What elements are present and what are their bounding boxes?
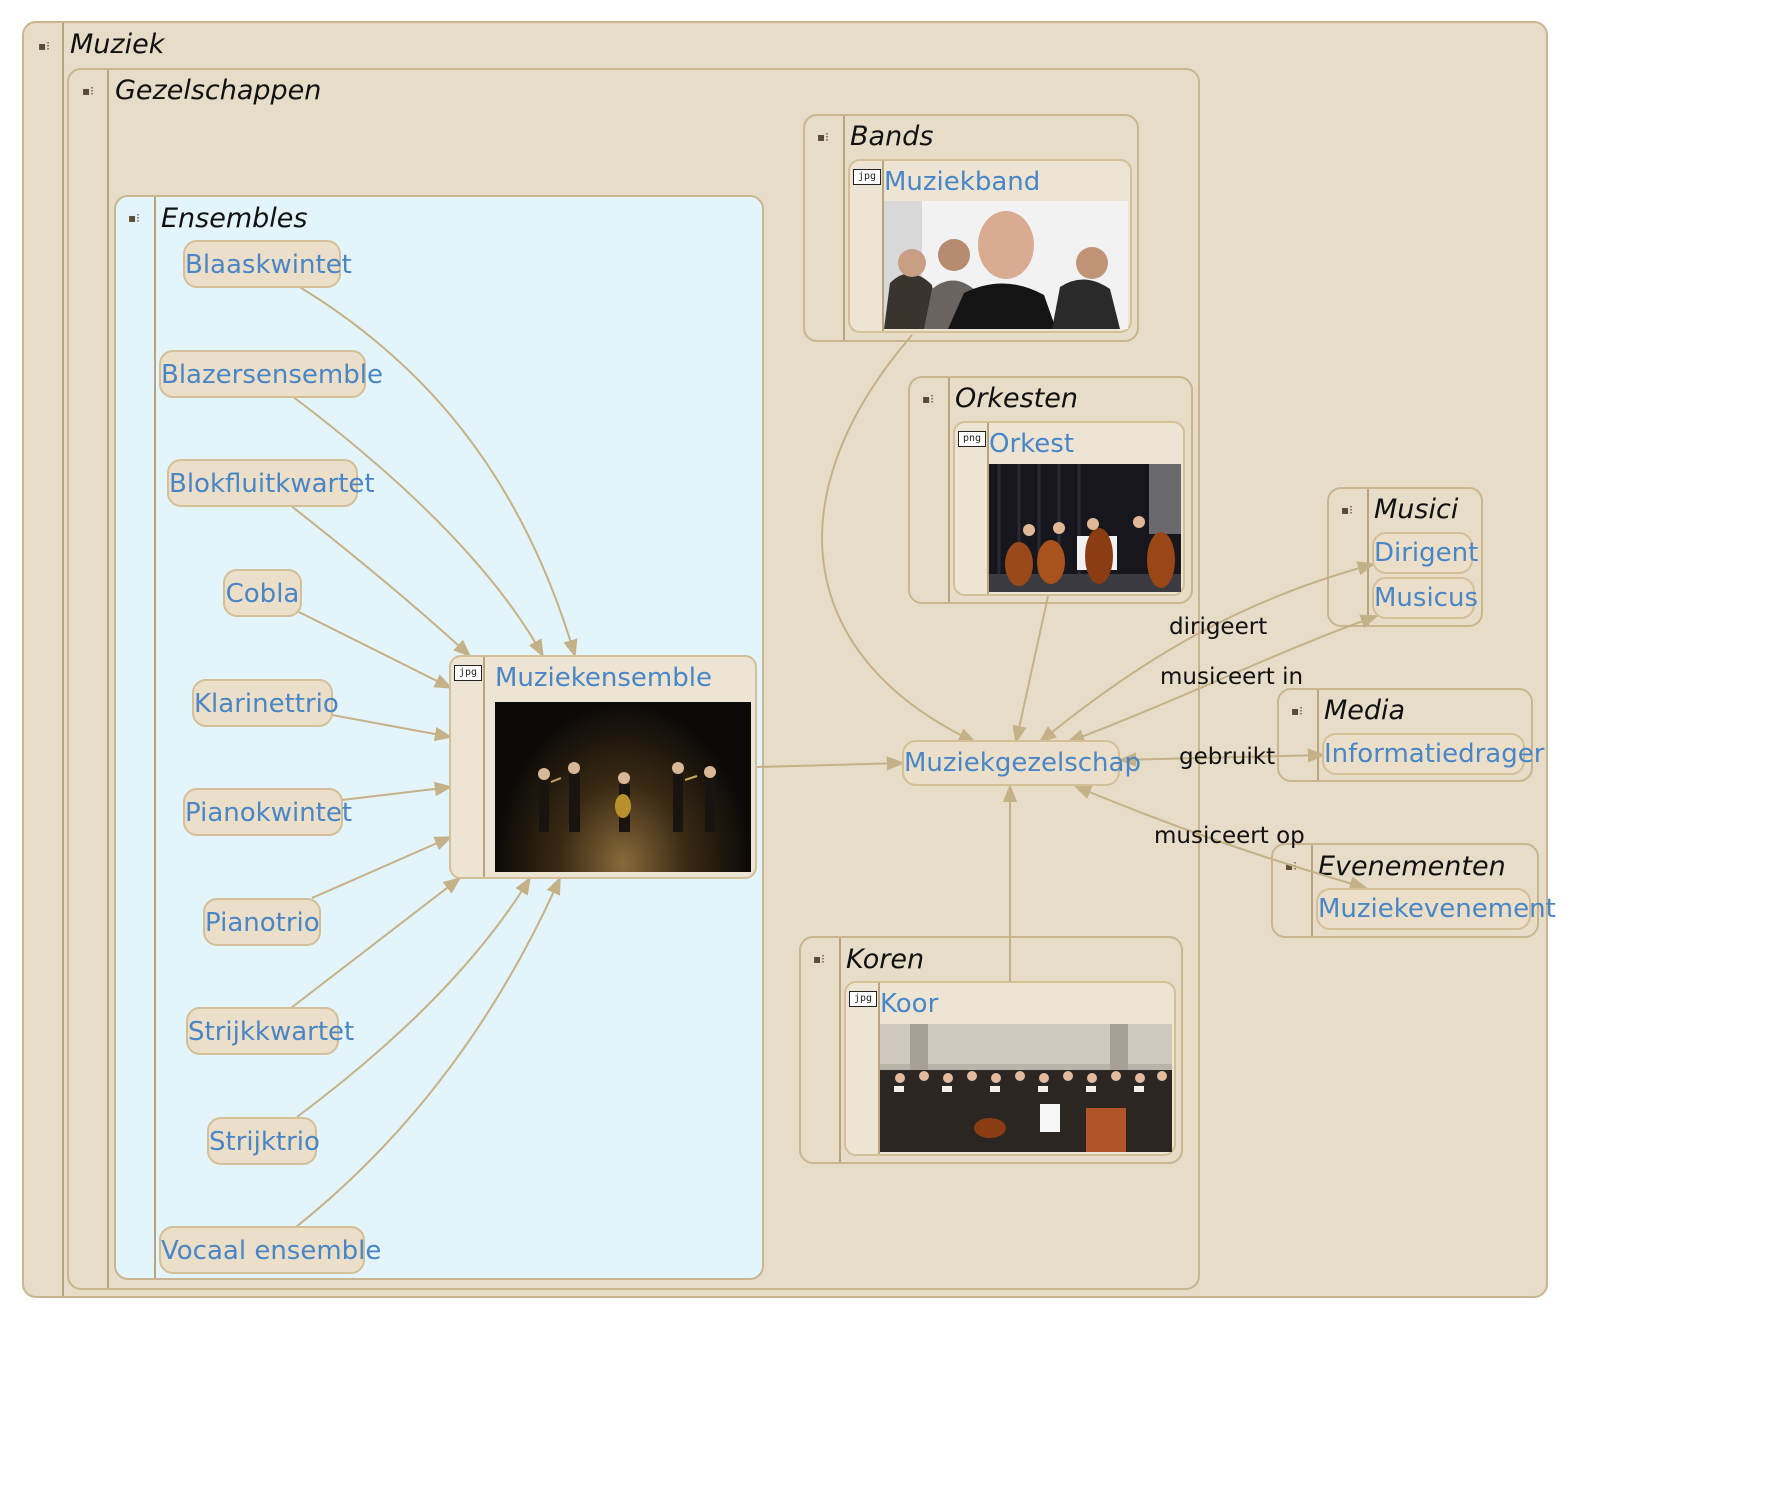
edge-blokfluitkwartet xyxy=(289,504,472,658)
collapse-icon[interactable]: ▪⁝ xyxy=(1341,503,1353,517)
edge-strijkkwartet xyxy=(290,876,462,1009)
edge-label-gebruikt: gebruikt xyxy=(1179,744,1276,770)
edge-pianotrio xyxy=(311,836,453,899)
group-koren-bar xyxy=(801,938,841,1162)
group-bands-bar xyxy=(805,116,845,340)
group-orkesten-title: Orkesten xyxy=(955,383,1078,414)
edge-cobla xyxy=(298,611,453,689)
collapse-icon[interactable]: ▪⁝ xyxy=(82,84,94,98)
collapse-icon[interactable]: ▪⁝ xyxy=(817,130,829,144)
group-muziek-bar xyxy=(24,23,64,1296)
card-bar xyxy=(850,161,884,331)
card-muziekensemble[interactable]: jpg Muziekensemble xyxy=(449,655,757,879)
group-koren-title: Koren xyxy=(846,944,925,975)
file-type-icon: jpg xyxy=(853,169,881,185)
node-blaaskwintet[interactable]: Blaaskwintet xyxy=(183,240,352,288)
group-evenementen-bar xyxy=(1273,845,1313,936)
file-type-icon: png xyxy=(958,431,986,447)
node-pianotrio[interactable]: Pianotrio xyxy=(203,898,321,946)
edge-musiceert-in xyxy=(1066,614,1379,744)
group-bands-title: Bands xyxy=(850,121,934,152)
edge-muziekensemble-gezelschap xyxy=(755,756,905,771)
card-muziekensemble-label: Muziekensemble xyxy=(495,663,712,693)
edge-label-musiceert-op: musiceert op xyxy=(1154,823,1305,849)
collapse-icon[interactable]: ▪⁝ xyxy=(38,39,50,53)
node-pianokwintet[interactable]: Pianokwintet xyxy=(183,788,352,836)
node-musicus[interactable]: Musicus xyxy=(1372,577,1478,619)
edge-gebruikt xyxy=(1118,748,1326,767)
node-informatiedrager[interactable]: Informatiedrager xyxy=(1322,733,1544,775)
file-type-icon: jpg xyxy=(454,665,482,681)
group-musici-title: Musici xyxy=(1374,494,1459,525)
card-bar xyxy=(451,657,485,877)
group-orkesten-bar xyxy=(910,378,950,602)
muziekensemble-photo xyxy=(495,702,751,872)
edge-musiceert-op xyxy=(1073,785,1368,891)
card-bar xyxy=(846,983,880,1154)
node-blazersensemble[interactable]: Blazersensemble xyxy=(159,350,383,398)
node-strijkkwartet[interactable]: Strijkkwartet xyxy=(186,1007,354,1055)
card-bar xyxy=(955,423,989,594)
file-type-icon: jpg xyxy=(849,991,877,1007)
edge-blaaskwintet xyxy=(297,285,578,658)
node-strijktrio[interactable]: Strijktrio xyxy=(207,1117,320,1165)
group-musici-bar xyxy=(1329,489,1369,625)
group-gezelschappen-bar xyxy=(69,70,109,1288)
node-klarinettrio[interactable]: Klarinettrio xyxy=(192,679,339,727)
node-dirigent[interactable]: Dirigent xyxy=(1372,532,1478,574)
card-orkest[interactable]: png Orkest xyxy=(953,421,1185,596)
edge-muziekband-gezelschap xyxy=(821,334,977,743)
collapse-icon[interactable]: ▪⁝ xyxy=(922,392,934,406)
node-muziekevenement[interactable]: Muziekevenement xyxy=(1316,888,1556,930)
orkest-photo xyxy=(989,464,1181,592)
edge-pianokwintet xyxy=(341,781,453,801)
edge-blazersensemble xyxy=(291,395,544,658)
node-blokfluitkwartet[interactable]: Blokfluitkwartet xyxy=(167,459,375,507)
edge-klarinettrio xyxy=(331,714,453,742)
card-muziekband-label: Muziekband xyxy=(884,167,1041,197)
edge-orkest-gezelschap xyxy=(1012,595,1049,744)
muziekband-photo xyxy=(884,201,1128,329)
node-muziekgezelschap[interactable]: Muziekgezelschap xyxy=(902,740,1141,786)
group-muziek-title: Muziek xyxy=(70,29,165,60)
collapse-icon[interactable]: ▪⁝ xyxy=(128,211,140,225)
node-vocaal-ensemble[interactable]: Vocaal ensemble xyxy=(159,1226,381,1274)
card-koor[interactable]: jpg Koor xyxy=(844,981,1176,1156)
card-koor-label: Koor xyxy=(880,989,939,1019)
group-ensembles-title: Ensembles xyxy=(161,203,308,234)
edge-label-dirigeert: dirigeert xyxy=(1169,614,1268,640)
card-muziekband[interactable]: jpg Muziekband xyxy=(848,159,1132,333)
edge-strijktrio xyxy=(296,876,531,1118)
card-orkest-label: Orkest xyxy=(989,429,1075,459)
group-gezelschappen-title: Gezelschappen xyxy=(115,75,322,106)
koor-photo xyxy=(880,1024,1172,1152)
group-ensembles-bar xyxy=(116,197,156,1278)
edge-vocaal-ensemble xyxy=(295,876,561,1228)
edge-label-musiceert-in: musiceert in xyxy=(1160,664,1304,690)
node-cobla[interactable]: Cobla xyxy=(223,569,302,617)
collapse-icon[interactable]: ▪⁝ xyxy=(813,952,825,966)
